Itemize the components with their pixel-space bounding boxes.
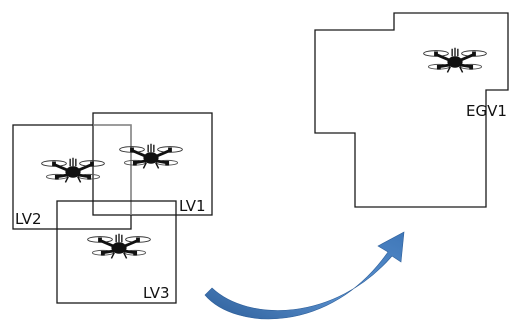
drone-icon bbox=[40, 156, 106, 184]
lv1-label: LV1 bbox=[179, 197, 206, 215]
lv2-overlap-edge bbox=[93, 124, 132, 215]
drone-icon bbox=[422, 46, 488, 74]
lv3-label: LV3 bbox=[143, 284, 170, 302]
egv1-label: EGV1 bbox=[466, 102, 507, 120]
drone-icon bbox=[86, 232, 152, 260]
lv2-label: LV2 bbox=[15, 210, 42, 228]
egv1-region bbox=[314, 12, 509, 208]
lv3-box bbox=[56, 200, 177, 304]
transform-arrow bbox=[204, 231, 405, 320]
drone-icon bbox=[118, 142, 184, 170]
